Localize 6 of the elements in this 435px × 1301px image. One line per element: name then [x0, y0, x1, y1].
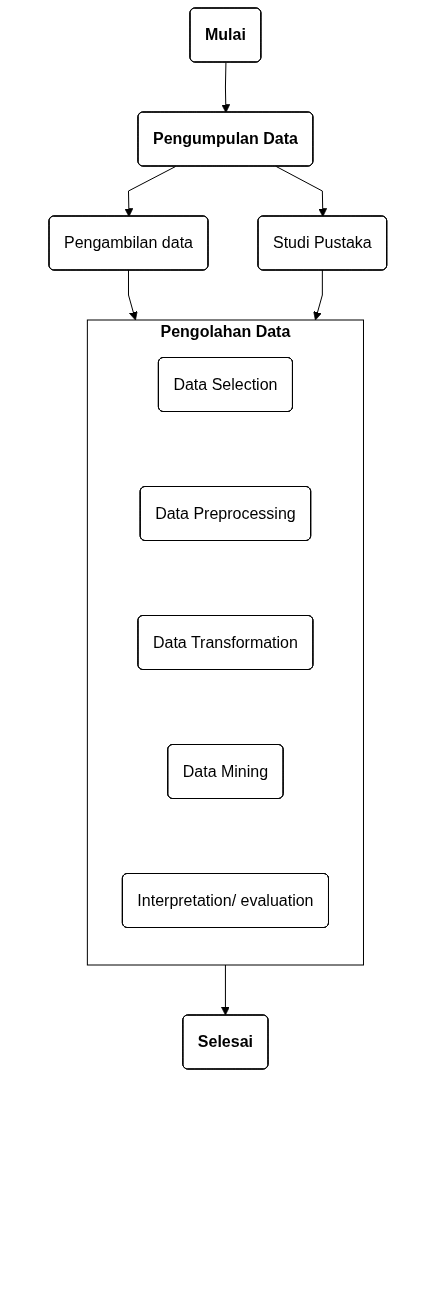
arrow: [127, 269, 138, 321]
arrow: [312, 269, 323, 321]
arrow: [275, 166, 327, 217]
arrow: [221, 62, 230, 113]
arrow: [124, 166, 176, 217]
arrow: [220, 964, 230, 1016]
